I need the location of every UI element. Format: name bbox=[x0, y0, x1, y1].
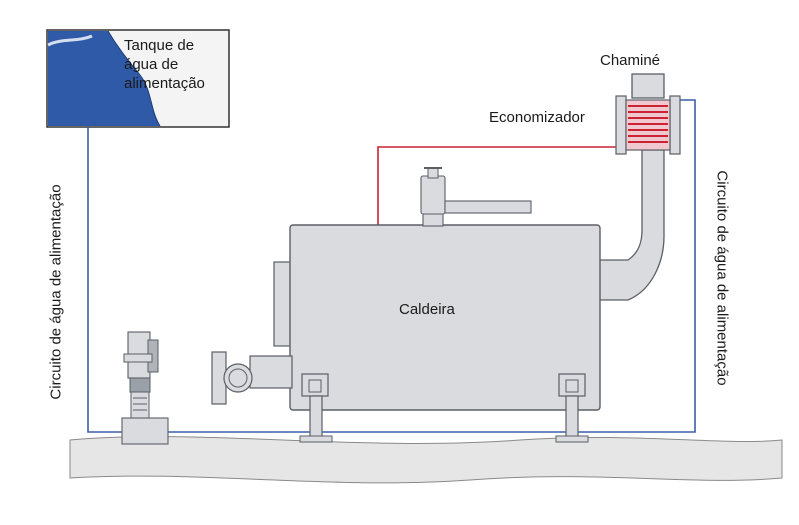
steam-valve bbox=[420, 167, 532, 227]
tank-water bbox=[48, 31, 160, 126]
boiler bbox=[211, 224, 601, 443]
chimney-label: Chaminé bbox=[600, 52, 661, 69]
tank-label: Tanque de água de alimentação bbox=[124, 37, 205, 92]
feed-water-tank bbox=[46, 29, 230, 128]
economizer bbox=[615, 95, 681, 155]
ground bbox=[69, 436, 783, 484]
feed-circuit-label-right: Circuito de água de alimentação bbox=[713, 170, 731, 386]
feed-water-line bbox=[87, 99, 696, 433]
boiler-label: Caldeira bbox=[399, 301, 455, 318]
economizer-label: Economizador bbox=[489, 109, 585, 126]
feed-pump bbox=[121, 331, 169, 445]
chimney bbox=[597, 73, 665, 301]
feed-circuit-label-left: Circuito de água de alimentação bbox=[47, 184, 65, 400]
